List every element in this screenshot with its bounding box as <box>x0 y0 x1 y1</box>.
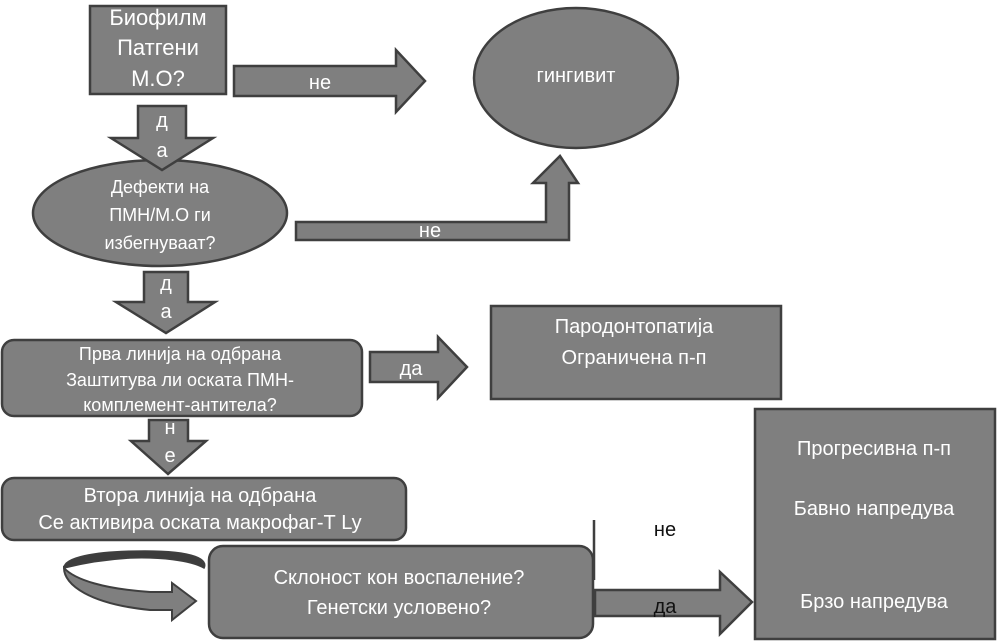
infl-yes-arrow <box>593 569 754 638</box>
biofilm-line-2: Патгени <box>117 35 199 60</box>
cycle-arrow <box>62 550 206 623</box>
limited-box <box>489 304 783 401</box>
second-defense-line-2: Се активира оската макрофаг-Т Ly <box>38 512 361 534</box>
biofilm-yes-label-2: а <box>156 140 168 162</box>
pmn-defects-line-1: Дефекти на <box>111 177 210 197</box>
pmn-yes-label-1: д <box>160 273 172 295</box>
inflammation-box <box>207 544 595 640</box>
inflammation-line-1: Склоност кон воспаление? <box>274 567 525 589</box>
first-defense-box <box>0 338 364 418</box>
first-no-label-1: н <box>164 417 175 439</box>
biofilm-box <box>88 4 228 96</box>
first-defense-line-1: Прва линија на одбрана <box>79 344 282 364</box>
pmn-defects-line-2: ПМН/М.О ги <box>109 205 211 225</box>
biofilm-yes-arrow <box>106 104 218 172</box>
limited-line-1: Пародонтопатија <box>555 316 714 338</box>
first-yes-arrow <box>368 333 469 402</box>
biofilm-line-1: Биофилм <box>109 5 206 30</box>
outcome-fast: Брзо напредува <box>800 591 949 613</box>
first-no-arrow <box>127 418 210 476</box>
outcome-slow: Бавно напредува <box>794 498 955 520</box>
gingivitis-label: гингивит <box>537 65 616 87</box>
outcome-progressive: Прогресивна п-п <box>797 438 951 460</box>
inflammation-line-2: Генетски условено? <box>307 597 491 619</box>
biofilm-yes-label-1: д <box>156 110 168 132</box>
biofilm-no-label: не <box>309 72 331 94</box>
pmn-defects-line-3: избегнуваат? <box>105 233 216 253</box>
pmn-yes-arrow <box>111 270 220 335</box>
biofilm-no-arrow <box>232 46 427 116</box>
first-defense-line-3: комплемент-антитела? <box>83 395 277 415</box>
biofilm-line-3: М.О? <box>131 66 185 91</box>
pmn-yes-label-2: а <box>160 301 172 323</box>
infl-yes-label: да <box>654 596 678 618</box>
outcomes-box <box>753 407 997 641</box>
first-no-label-2: е <box>164 445 175 467</box>
second-defense-line-1: Втора линија на одбрана <box>84 485 318 507</box>
infl-no-label: не <box>654 519 676 541</box>
gingivitis-ellipse <box>472 6 680 150</box>
pmn-no-label: не <box>419 220 441 242</box>
limited-line-2: Ограничена п-п <box>562 347 707 369</box>
first-yes-label: да <box>400 358 424 380</box>
pmn-no-arrow <box>294 154 581 242</box>
second-defense-box <box>0 476 408 542</box>
first-defense-line-2: Заштитува ли оската ПМН- <box>66 370 294 390</box>
